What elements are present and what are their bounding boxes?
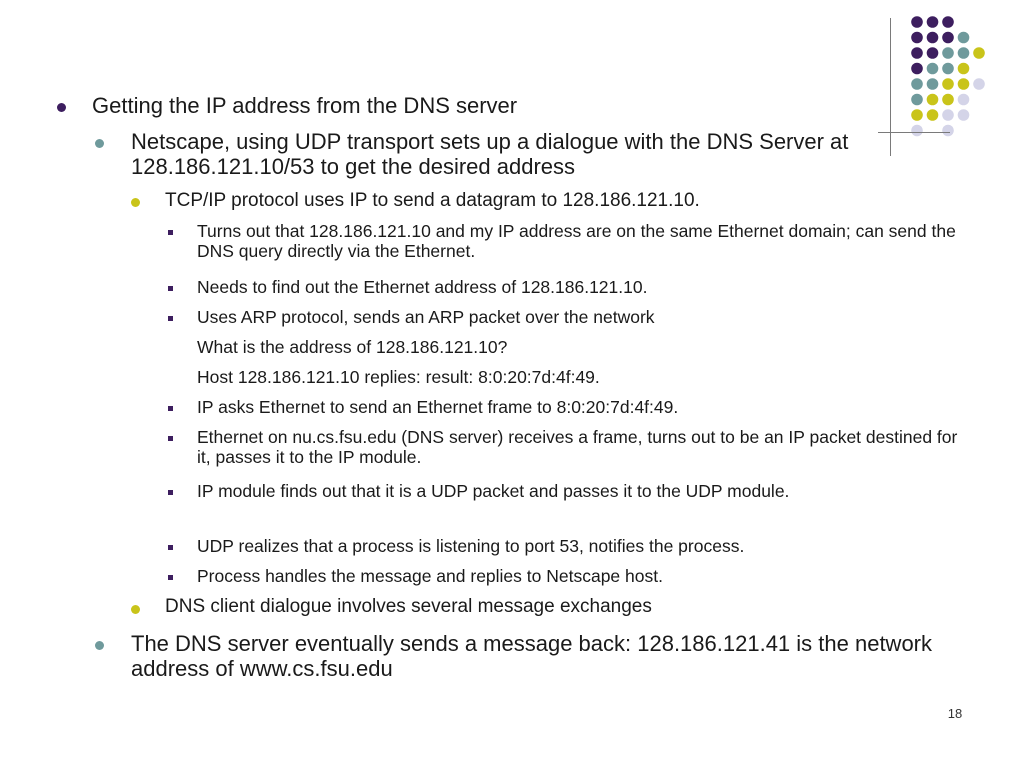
bullet-dot-icon [95, 139, 104, 148]
decorative-vertical-line [890, 18, 891, 156]
decorative-dot [926, 47, 939, 59]
decorative-dot [957, 109, 970, 121]
bullet-item-level4: IP asks Ethernet to send an Ethernet fra… [197, 397, 679, 417]
decorative-dot [942, 78, 954, 90]
bullet-square-icon [168, 406, 173, 411]
decorative-dot [911, 47, 923, 59]
decorative-dot [957, 93, 970, 106]
decorative-dot [942, 124, 954, 137]
bullet-item-level4: IP module finds out that it is a UDP pac… [197, 481, 790, 501]
decorative-dot [973, 78, 985, 90]
decorative-dot [911, 16, 923, 28]
bullet-square-icon [168, 230, 173, 235]
decorative-dot [911, 93, 923, 106]
decorative-dot [926, 109, 939, 121]
decorative-dot [942, 16, 954, 28]
bullet-dot-icon [131, 605, 140, 614]
bullet-dot-icon [131, 198, 140, 207]
decorative-dot [926, 62, 939, 75]
slide-number: 18 [947, 706, 963, 721]
bullet-item-level2: Netscape, using UDP transport sets up a … [131, 129, 849, 179]
decorative-dot [911, 31, 923, 44]
bullet-item-level4: Needs to find out the Ethernet address o… [197, 277, 648, 297]
bullet-dot-icon [95, 641, 104, 650]
bullet-dot-icon [57, 103, 66, 112]
decorative-dot [926, 31, 939, 44]
bullet-square-icon [168, 490, 173, 495]
decorative-dot [911, 62, 923, 75]
bullet-square-icon [168, 436, 173, 441]
bullet-item-level4: Ethernet on nu.cs.fsu.edu (DNS server) r… [197, 427, 958, 467]
bullet-square-icon [168, 316, 173, 321]
decorative-dot [942, 93, 954, 106]
decorative-dot [942, 47, 954, 59]
bullet-square-icon [168, 545, 173, 550]
decorative-dot [957, 31, 970, 44]
bullet-item-level2: The DNS server eventually sends a messag… [131, 631, 933, 681]
decorative-dot [911, 109, 923, 121]
decorative-dot [957, 78, 970, 90]
decorative-dot [911, 124, 923, 137]
decorative-dot [973, 47, 985, 59]
bullet-item-level4: Turns out that 128.186.121.10 and my IP … [197, 221, 956, 261]
bullet-item-level3: DNS client dialogue involves several mes… [165, 596, 652, 617]
bullet-item-level4: Uses ARP protocol, sends an ARP packet o… [197, 307, 655, 327]
bullet-item-level1: Getting the IP address from the DNS serv… [92, 93, 518, 118]
bullet-item-continuation: Host 128.186.121.10 replies: result: 8:0… [197, 367, 600, 387]
bullet-item-level3: TCP/IP protocol uses IP to send a datagr… [165, 190, 700, 211]
decorative-horizontal-line [878, 132, 950, 133]
decorative-dot [911, 78, 923, 90]
bullet-square-icon [168, 575, 173, 580]
decorative-dot [942, 62, 954, 75]
decorative-dot [957, 47, 970, 59]
bullet-item-continuation: What is the address of 128.186.121.10? [197, 337, 508, 357]
decorative-dot [926, 93, 939, 106]
decorative-dot [926, 16, 939, 28]
decorative-dot-grid [911, 16, 985, 137]
decorative-dot [957, 62, 970, 75]
bullet-square-icon [168, 286, 173, 291]
decorative-dot [942, 31, 954, 44]
decorative-dot [942, 109, 954, 121]
bullet-item-level4: UDP realizes that a process is listening… [197, 536, 745, 556]
bullet-item-level4: Process handles the message and replies … [197, 566, 663, 586]
decorative-dot [926, 78, 939, 90]
